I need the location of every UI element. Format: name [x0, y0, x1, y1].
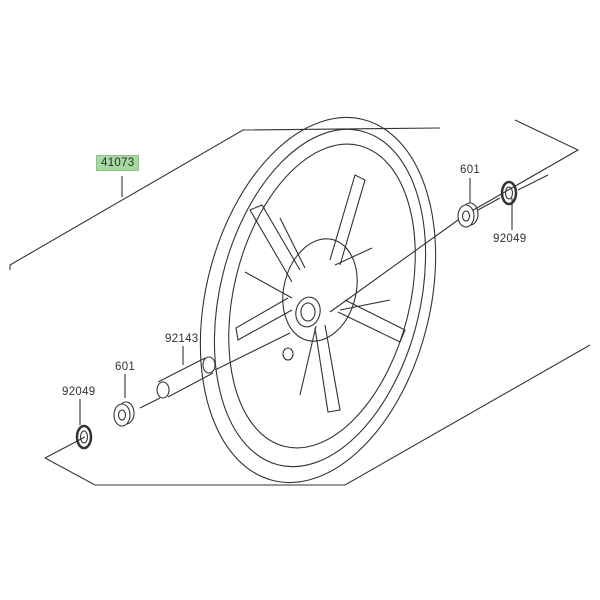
part-label-41073[interactable]: 41073 [96, 155, 140, 171]
part-label-92049-right[interactable]: 92049 [493, 233, 527, 245]
tire-outer [199, 116, 437, 484]
seal-left [75, 424, 93, 450]
collar-92143 [156, 356, 216, 399]
bearing-right [457, 202, 479, 228]
part-label-601-left[interactable]: 601 [115, 361, 136, 373]
hub [282, 238, 358, 342]
part-label-92143[interactable]: 92143 [165, 333, 199, 345]
part-label-92049-left[interactable]: 92049 [62, 386, 96, 398]
part-label-601-right[interactable]: 601 [460, 164, 481, 176]
bearing-left [113, 401, 135, 427]
rim [228, 143, 416, 449]
seal-right [500, 180, 518, 206]
tire-inner [213, 128, 427, 468]
spokes [235, 174, 406, 413]
